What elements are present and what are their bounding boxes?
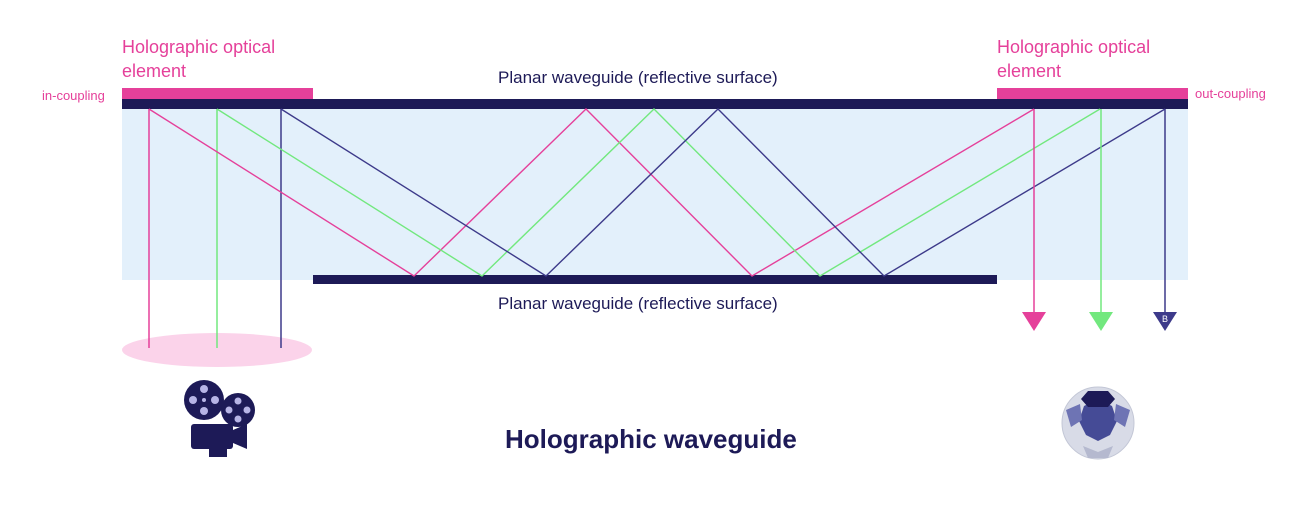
eye-icon — [1061, 386, 1135, 460]
out-coupling-hoe-label-line1: Holographic optical — [997, 37, 1151, 57]
film-projector-icon — [184, 380, 255, 457]
in-coupling-hoe — [122, 88, 313, 99]
waveguide-body — [122, 108, 1188, 280]
in-coupling-hoe-label-line1: Holographic optical — [122, 37, 276, 57]
green-reflection-path — [216, 108, 1101, 277]
input-beam-spot — [122, 333, 312, 367]
top-surface-label: Planar waveguide (reflective surface) — [498, 68, 778, 87]
out-coupling-hoe-label: Holographic optical element — [997, 35, 1150, 83]
red-reflection-path — [148, 108, 1035, 277]
blue-output-arrowhead — [1153, 312, 1177, 331]
out-coupling-hoe-label-line2: element — [997, 61, 1062, 81]
out-coupling-hoe — [997, 88, 1188, 99]
in-coupling-hoe-label: Holographic optical element — [122, 35, 275, 83]
top-reflective-surface — [122, 99, 1188, 109]
green-output-arrowhead — [1089, 312, 1113, 331]
blue-arrow-label: B — [1162, 314, 1168, 324]
in-coupling-label: in-coupling — [42, 88, 105, 103]
red-output-arrowhead — [1022, 312, 1046, 331]
bottom-surface-label: Planar waveguide (reflective surface) — [498, 294, 778, 313]
blue-reflection-path — [280, 108, 1166, 277]
diagram-title: Holographic waveguide — [505, 424, 797, 454]
bottom-reflective-surface — [313, 275, 997, 284]
in-coupling-hoe-label-line2: element — [122, 61, 187, 81]
out-coupling-label: out-coupling — [1195, 86, 1266, 101]
